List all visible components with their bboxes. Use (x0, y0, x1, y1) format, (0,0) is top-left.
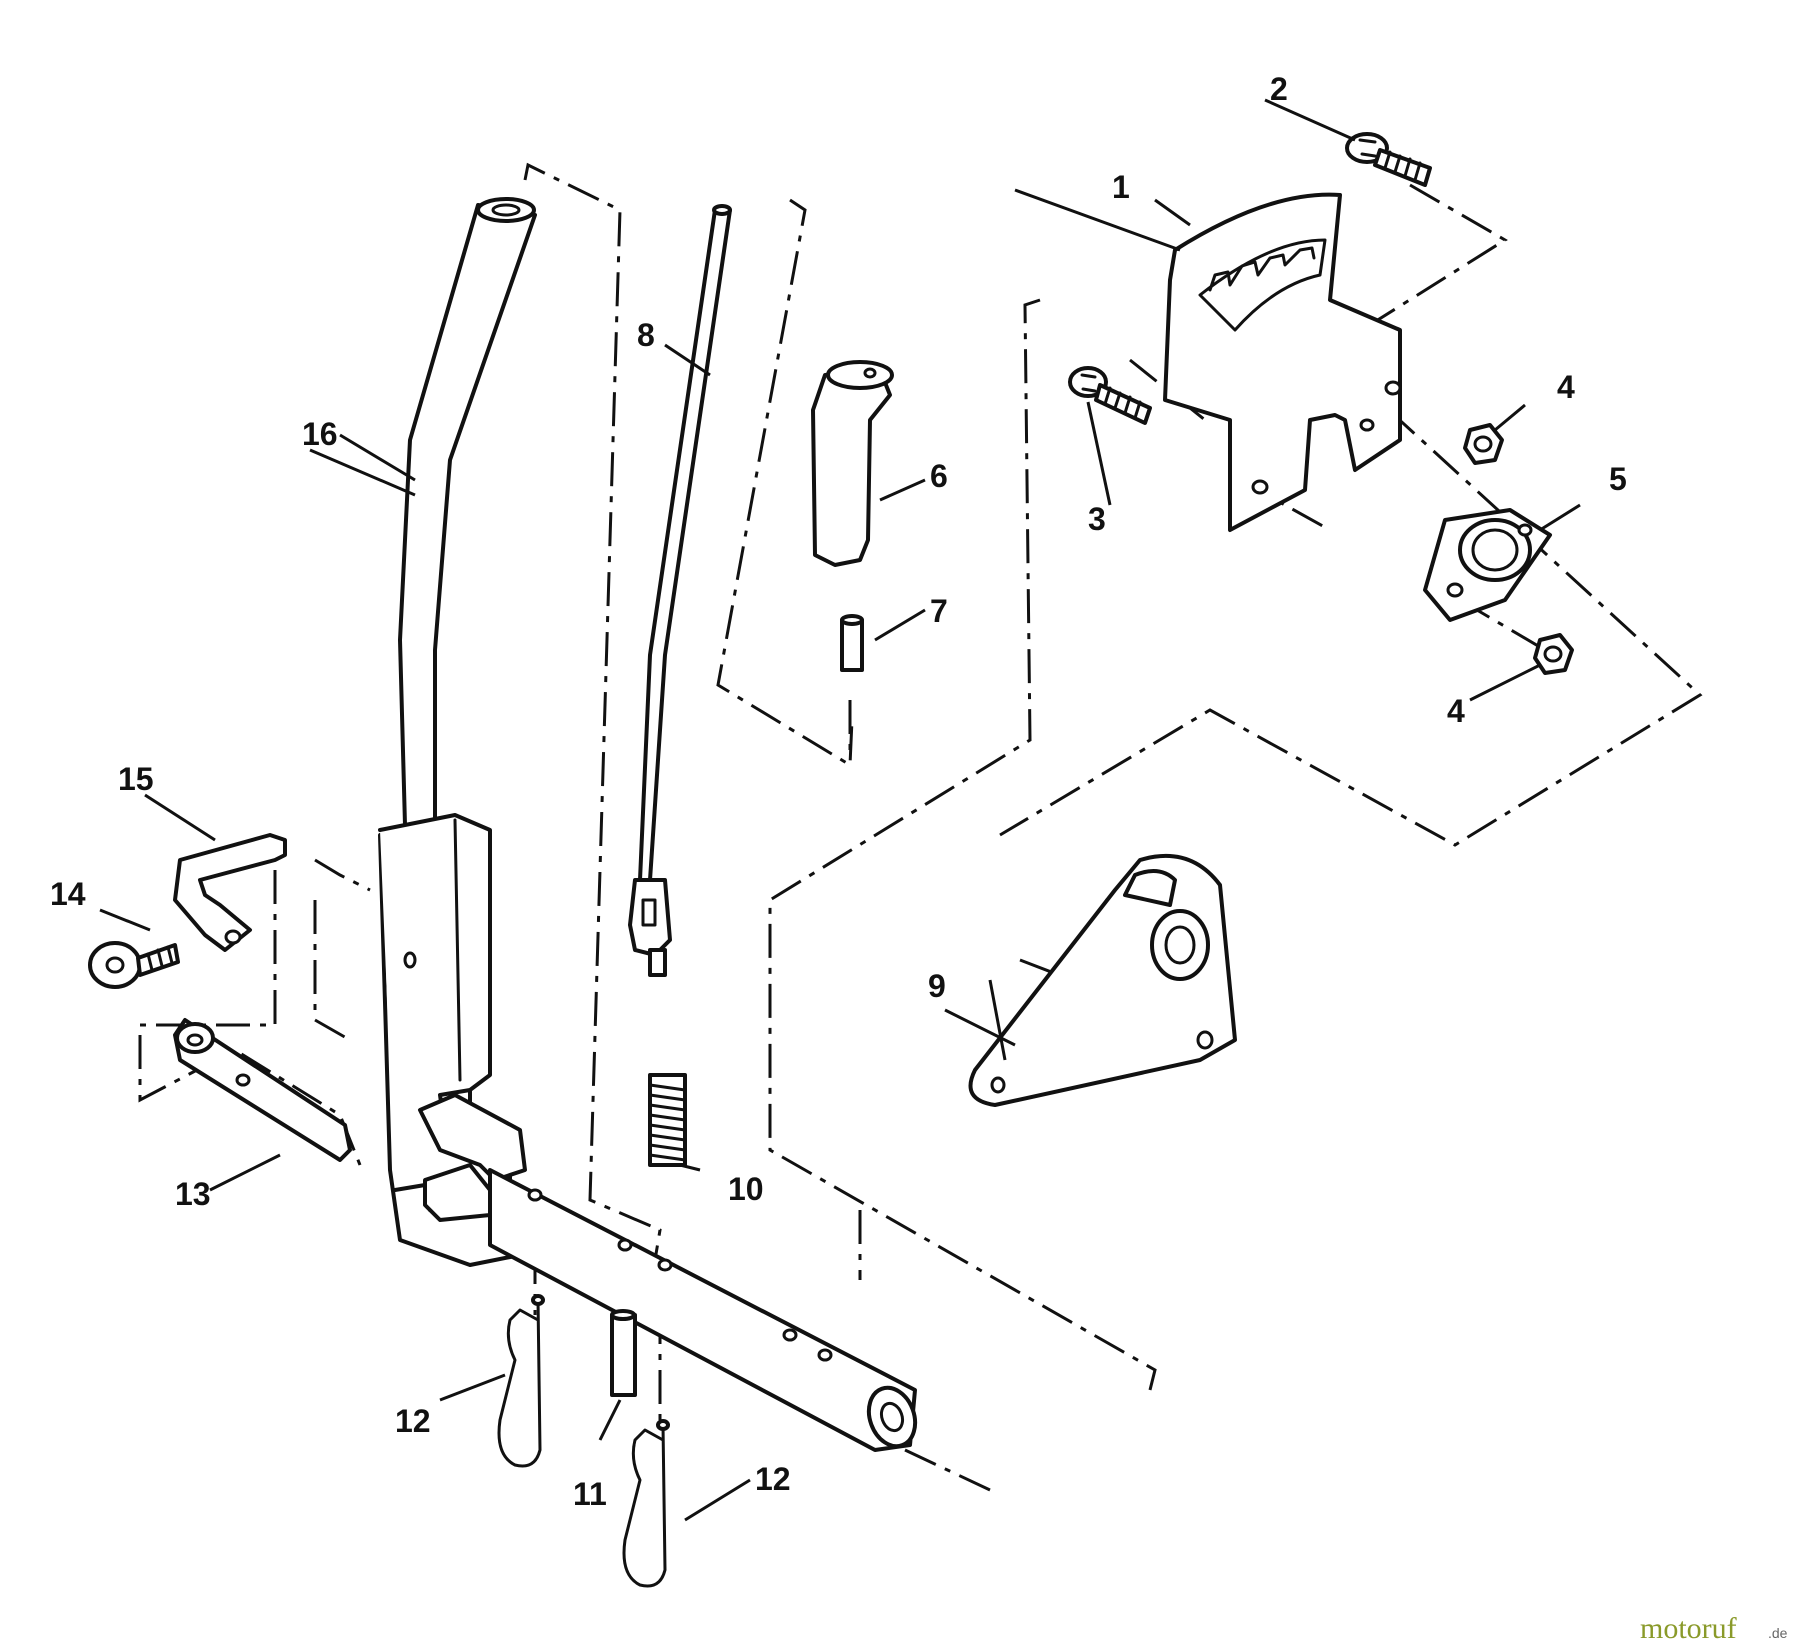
hairpin-part-12-left (497, 1294, 545, 1468)
spring-part-10 (648, 1073, 687, 1167)
rod-part-8 (628, 204, 732, 977)
watermark-brand: motoruf (1640, 1612, 1737, 1645)
callouts: 1 2 3 4 4 5 6 7 8 9 10 11 12 12 13 14 15… (50, 71, 1627, 1512)
watermark-logo: motoruf .de (1640, 1612, 1788, 1645)
pin-bar-part-13 (173, 1018, 352, 1162)
callout-1: 1 (1112, 169, 1130, 205)
callout-13: 13 (175, 1176, 211, 1212)
callout-15: 15 (118, 761, 154, 797)
callout-3: 3 (1088, 501, 1106, 537)
callout-2: 2 (1270, 71, 1288, 107)
callout-12-right: 12 (755, 1461, 791, 1497)
nut-part-4-lower (1533, 633, 1574, 675)
knob-part-6 (811, 360, 894, 567)
pin-part-11 (610, 1309, 637, 1397)
bolt-part-2 (1345, 132, 1432, 187)
sector-plate-part-1 (1163, 192, 1402, 532)
callout-12-left: 12 (395, 1403, 431, 1439)
callout-5: 5 (1609, 461, 1627, 497)
pin-part-7 (840, 614, 864, 672)
lever-tube-part-16 (378, 197, 537, 1267)
callout-14: 14 (50, 876, 86, 912)
bolt-part-3 (1068, 366, 1152, 425)
callout-4-upper: 4 (1557, 369, 1575, 405)
callout-16: 16 (302, 416, 338, 452)
callout-10: 10 (728, 1171, 764, 1207)
bracket-part-9 (968, 853, 1237, 1107)
callout-8: 8 (637, 317, 655, 353)
callout-7: 7 (930, 593, 948, 629)
hairpin-part-12-right (622, 1419, 670, 1588)
watermark-suffix: .de (1768, 1625, 1788, 1641)
callout-11: 11 (573, 1476, 607, 1512)
cross-shaft (488, 1168, 918, 1452)
bearing-part-5 (1423, 508, 1552, 622)
clip-part-15 (173, 833, 287, 952)
nut-part-4-upper (1463, 423, 1504, 465)
bolt-part-14 (88, 941, 180, 989)
callout-4-lower: 4 (1447, 693, 1465, 729)
assembly-lines (138, 162, 1703, 1492)
leader-lines (99, 98, 1581, 1522)
callout-6: 6 (930, 458, 948, 494)
callout-9: 9 (928, 968, 946, 1004)
